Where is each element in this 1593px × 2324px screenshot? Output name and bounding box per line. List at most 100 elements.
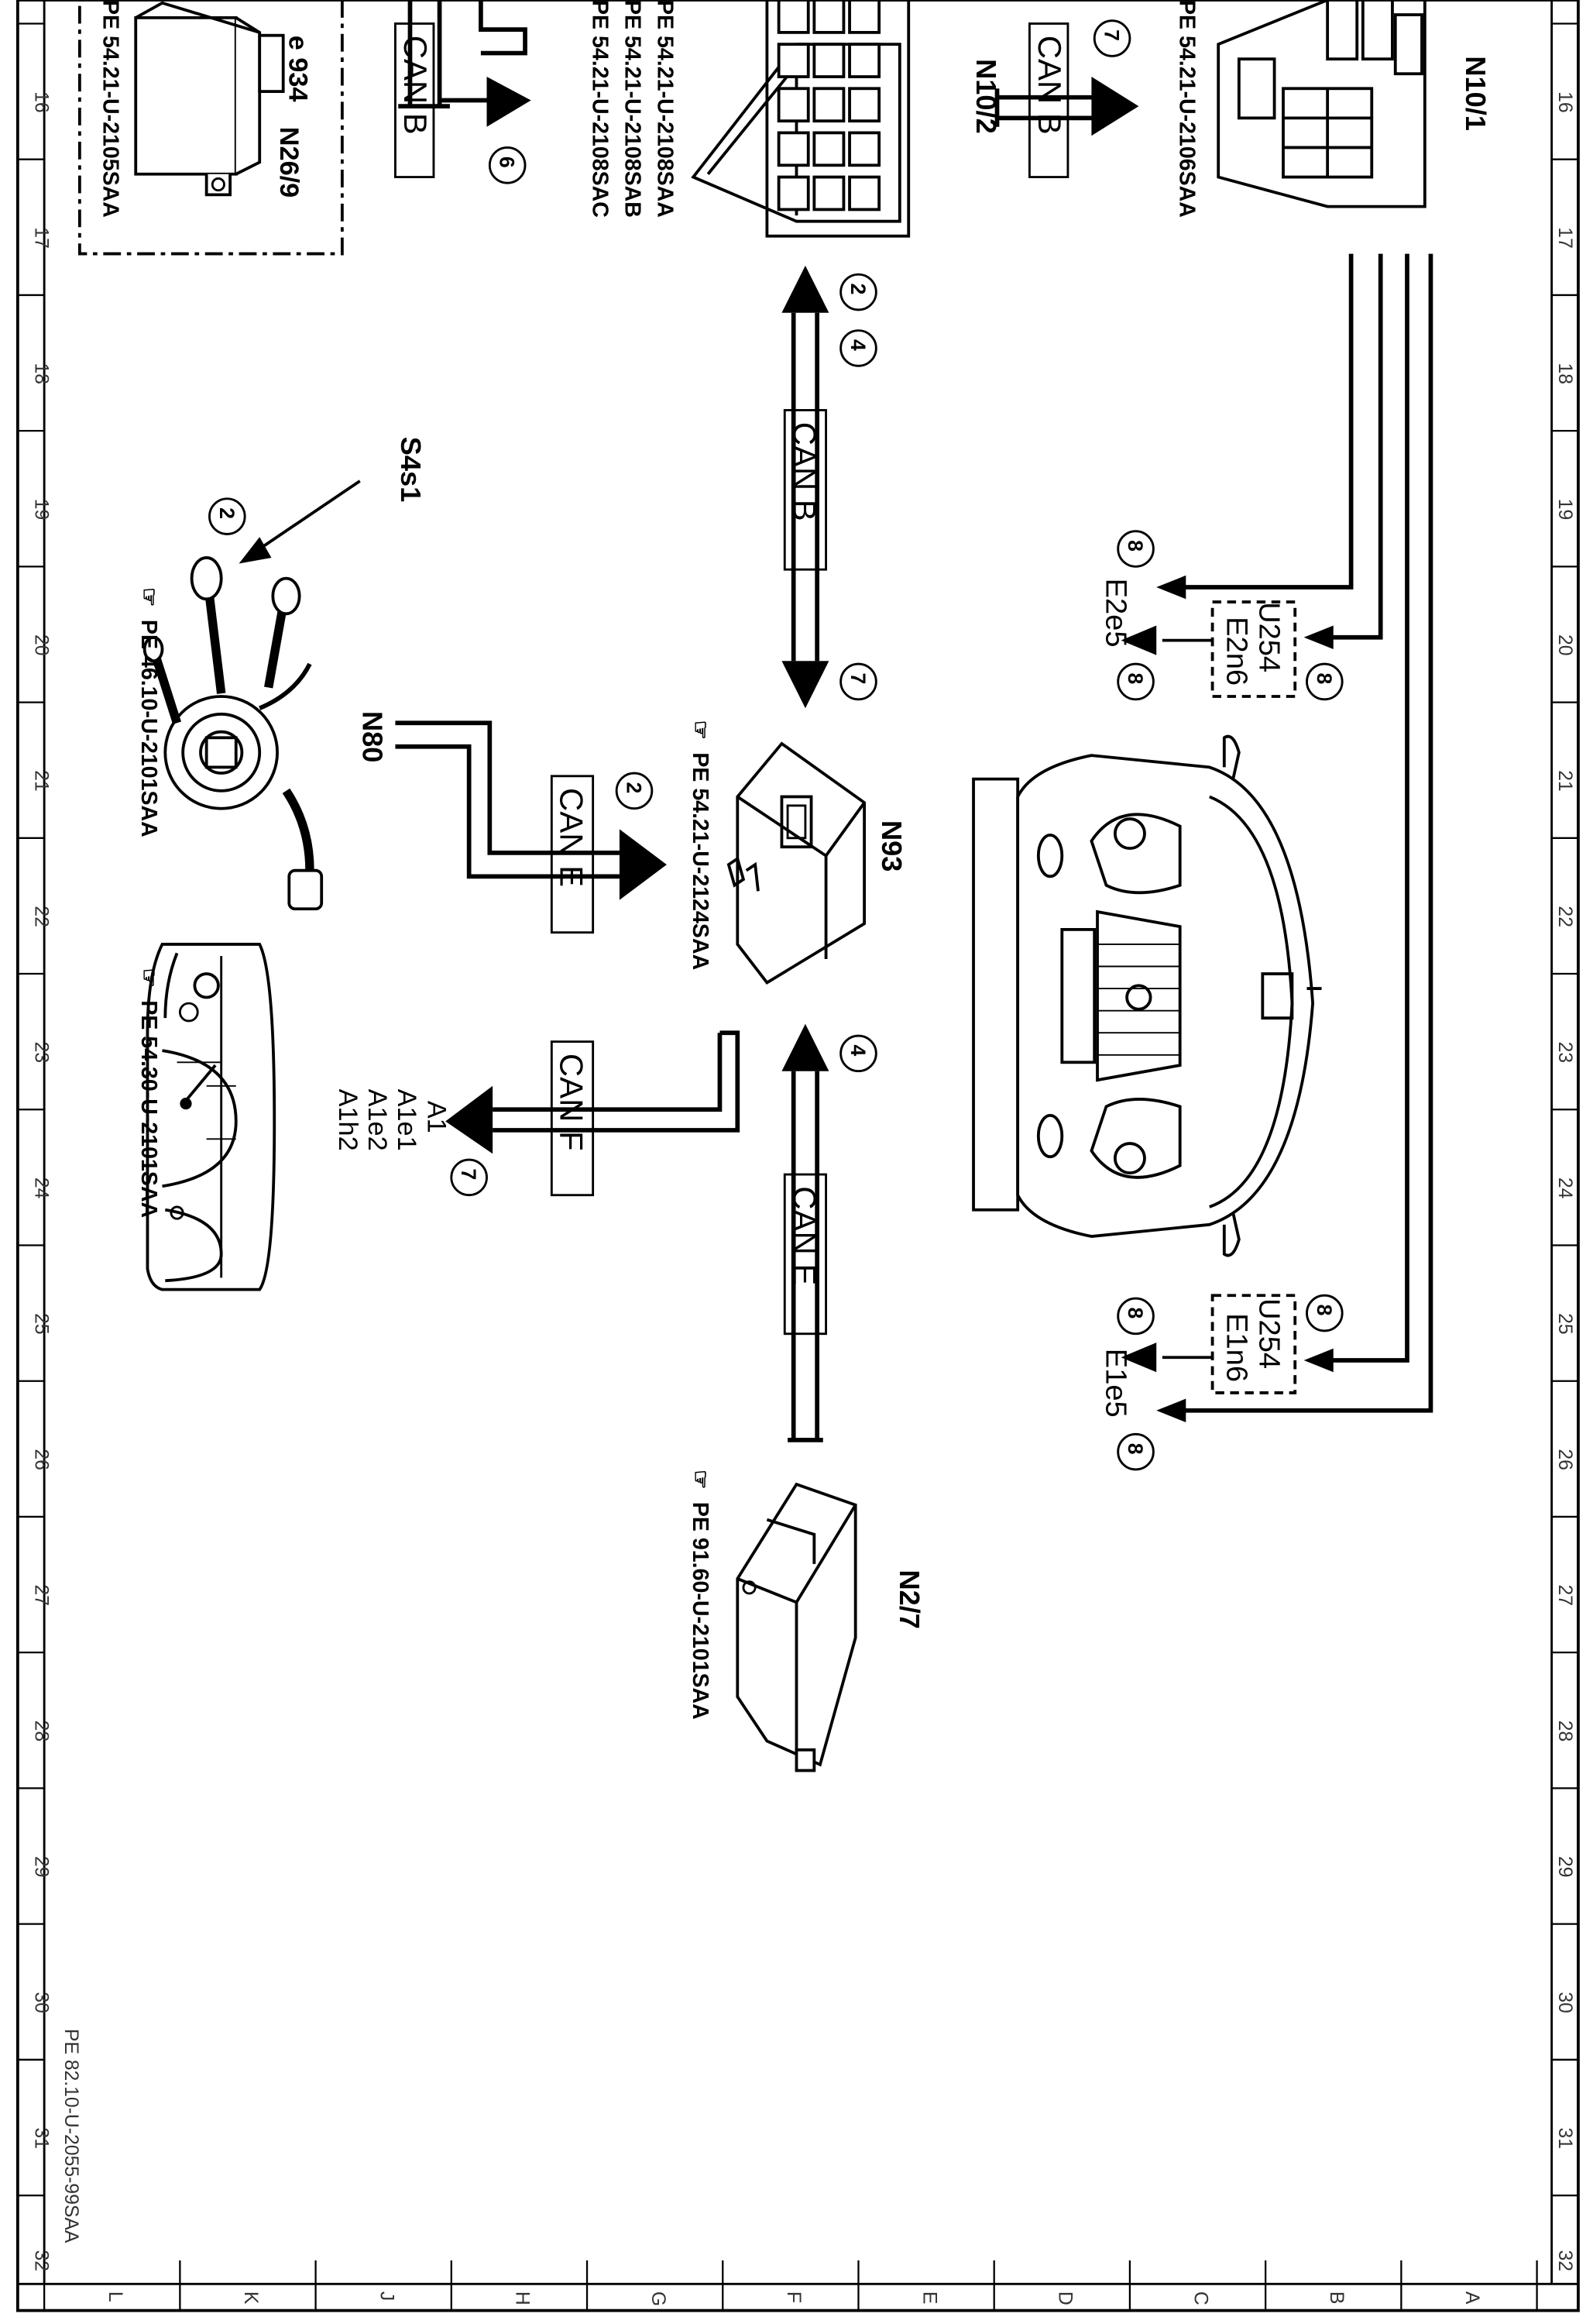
callout-6: 6 (496, 156, 519, 168)
can-e-label: CAN E (554, 788, 590, 887)
row-number: 27 (31, 1585, 52, 1607)
n10-1-relay-box-icon (1217, 0, 1426, 208)
column-letter: F (783, 2291, 804, 2303)
row-number: 26 (31, 1449, 52, 1470)
n93-group: N93 ☞ PE 54.21-U-2124SAA (688, 720, 908, 985)
column-letter: K (240, 2291, 261, 2305)
row-number: 27 (1554, 1585, 1575, 1607)
a1-group: ☞ PE 54.30-U-2101SAA A1 A1e1 A1e2 A1h2 (136, 943, 451, 1291)
column-letter: B (1326, 2291, 1347, 2305)
callout-8: 8 (1313, 672, 1336, 684)
row-number: 17 (1554, 227, 1575, 249)
n10-2-fusebox-icon (691, 0, 911, 238)
row-number: 28 (1554, 1721, 1575, 1742)
callout-7: 7 (846, 672, 870, 684)
n80-ref: PE 46.10-U-2101SAA (136, 620, 161, 837)
can-e-bus-n80: CAN E 2 (395, 720, 667, 934)
diagram-frame (15, 0, 1580, 2312)
n10-2-ref-1: PE 54.21-U-2108SAA (652, 0, 677, 218)
n80-label: N80 (357, 711, 389, 762)
callout-7: 7 (1100, 29, 1124, 41)
row-number: 21 (31, 770, 52, 792)
n26-9-fragment-label: e 934 (283, 36, 312, 102)
row-number: 31 (31, 2127, 52, 2149)
row-number: 25 (31, 1313, 52, 1335)
can-b-label: CAN B (787, 422, 823, 521)
document-number: PE 82.10-U-2055-99SAA (60, 2029, 81, 2243)
n2-7-ref-icon: ☞ (688, 1470, 712, 1490)
lamp-wires (1156, 253, 1433, 1423)
e2e5-label: E2e5 (1099, 579, 1131, 648)
row-number: 19 (1554, 499, 1575, 521)
callout-8: 8 (1124, 1443, 1147, 1455)
row-number: 23 (1554, 1042, 1575, 1064)
row-number: 20 (1554, 634, 1575, 656)
callout-4: 4 (846, 339, 870, 351)
a1-ref-icon: ☞ (136, 968, 161, 988)
can-b-bus-vertical: CAN B 2 4 7 (781, 265, 877, 709)
can-e-bus-n2-7: CAN E 4 (781, 1023, 877, 1442)
row-number: 30 (31, 1992, 52, 2013)
column-letter: G (647, 2291, 668, 2306)
n2-7-module-icon (736, 1482, 857, 1772)
row-number: 32 (31, 2250, 52, 2272)
callout-2: 2 (846, 284, 870, 295)
s4s1-group: S4s1 2 (208, 437, 427, 564)
row-number: 28 (31, 1721, 52, 1742)
column-letter: E (918, 2291, 939, 2305)
lamp-module-left: U254 E1n6 8 8 E1e5 8 (1099, 1294, 1344, 1471)
s4s1-label: S4s1 (395, 437, 427, 502)
n93-ref: PE 54.21-U-2124SAA (688, 752, 712, 970)
column-letter: H (512, 2291, 533, 2305)
u254-label: U254 (1253, 602, 1286, 672)
n2-7-ref: PE 91.60-U-2101SAA (688, 1502, 712, 1720)
callout-2: 2 (215, 507, 239, 519)
n2-7-label: N2/7 (894, 1569, 925, 1628)
callout-8: 8 (1124, 672, 1147, 684)
callout-8: 8 (1313, 1305, 1336, 1316)
steering-column-switch-icon (142, 556, 324, 911)
row-number: 20 (31, 634, 52, 656)
callout-4: 4 (846, 1044, 870, 1056)
row-number: 24 (1554, 1177, 1575, 1199)
n10-2-group: PE 54.21-U-2108SAA PE 54.21-U-2108SAB PE… (588, 0, 1002, 238)
column-letter: A (1461, 2291, 1482, 2305)
row-number: 21 (1554, 770, 1575, 792)
can-b-bus-n10: CAN B 7 (994, 19, 1139, 178)
row-number: 24 (31, 1177, 52, 1199)
callout-8: 8 (1124, 540, 1147, 552)
row-number: 18 (31, 363, 52, 385)
n26-9-ref: PE 54.21-U-2105SAA (98, 0, 122, 218)
n80-ref-icon: ☞ (136, 587, 161, 607)
column-letter: L (105, 2291, 125, 2302)
e1n6-label: E1n6 (1220, 1313, 1253, 1382)
row-number: 22 (31, 906, 52, 927)
row-number: 25 (1554, 1313, 1575, 1335)
n10-1-label: N10/1 (1460, 56, 1492, 131)
row-number: 22 (1554, 906, 1575, 927)
n10-1-group: PE 54.21-U-2106SAA N10/1 (1175, 0, 1492, 218)
n10-2-ref-3: PE 54.21-U-2108SAC (588, 0, 613, 218)
row-number: 19 (31, 499, 52, 521)
n2-7-group: N2/7 ☞ PE 91.60-U-2101SAA (688, 1470, 925, 1772)
lamp-module-right: U254 E2n6 8 8 E2e5 8 (1099, 530, 1344, 701)
n26-9-module-icon (134, 1, 285, 197)
row-number: 29 (31, 1856, 52, 1878)
n80-group: N80 ☞ PE 46.10-U-2101SAA (136, 556, 389, 911)
can-f-bus: CAN F 7 (445, 1030, 740, 1197)
a1e1-label: A1e1 (392, 1089, 421, 1151)
can-e-label: CAN E (787, 1186, 823, 1285)
row-number: 26 (1554, 1449, 1575, 1470)
instrument-cluster-icon (146, 943, 276, 1291)
n10-1-ref: PE 54.21-U-2106SAA (1175, 0, 1200, 218)
e2n6-label: E2n6 (1220, 617, 1253, 686)
a1e2-label: A1e2 (362, 1089, 392, 1151)
row-number: 17 (31, 227, 52, 249)
e1e5-label: E1e5 (1099, 1349, 1131, 1418)
column-letter: D (1055, 2291, 1076, 2305)
can-b-label: CAN B (1032, 36, 1068, 135)
row-number: 23 (31, 1042, 52, 1064)
vehicle-front-illustration (972, 734, 1322, 1257)
n93-label: N93 (876, 820, 908, 871)
